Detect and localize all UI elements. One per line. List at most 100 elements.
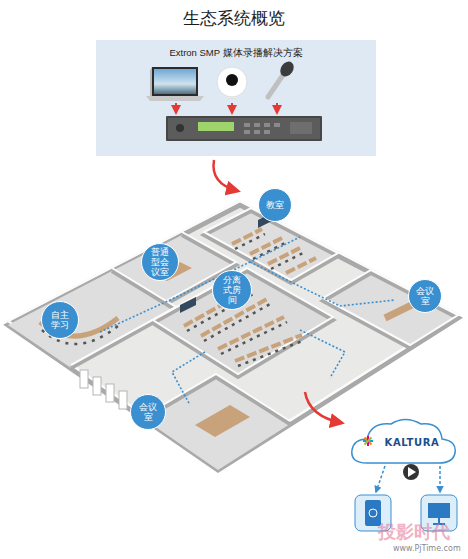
desk-rows (184, 229, 316, 361)
camera-stand (228, 96, 236, 100)
output-line (439, 466, 441, 492)
smp-button (264, 130, 270, 134)
logo-ray (364, 437, 372, 445)
network-line (100, 237, 300, 332)
furniture (40, 213, 422, 437)
diagram-title: 生态系统概览 (0, 7, 468, 30)
wall-screen (180, 297, 196, 313)
room-badge: 教室 (258, 188, 292, 222)
watermark: 投影时代 (378, 520, 450, 544)
room-name: 分离式房间 (222, 275, 242, 305)
room-name: 会议室 (415, 286, 435, 306)
mic-handle (268, 75, 283, 97)
room-badge: 自主学习 (41, 301, 79, 339)
flow-arrow (305, 392, 342, 423)
room-name: 普通型会议室 (150, 247, 170, 277)
smp-button (264, 123, 270, 127)
input-arrow (175, 103, 177, 113)
smp-button (254, 130, 260, 134)
smp-front-panel (168, 118, 320, 139)
laptop-screen (154, 69, 196, 94)
partition-wall-tops (71, 208, 458, 421)
chair-row (235, 234, 265, 249)
smp-display (198, 122, 234, 131)
room-name: 自主学习 (50, 310, 70, 330)
badge-circle (409, 280, 442, 313)
input-arrows (176, 103, 277, 113)
room-name: 会议室 (138, 402, 158, 422)
smp-button (254, 123, 260, 127)
wall (153, 271, 333, 377)
service-name: KALTURA (385, 437, 440, 448)
room-floors (8, 211, 458, 470)
desk-row (268, 248, 300, 264)
meeting-table (195, 405, 250, 437)
smp-button (274, 123, 280, 127)
room-badge: 普通型会议室 (141, 243, 179, 281)
cubicles (80, 370, 127, 409)
room-name: 教室 (265, 200, 285, 210)
chair-rows (187, 234, 305, 366)
outer-wall (8, 205, 458, 470)
input-arrow (231, 103, 233, 113)
badge-circle (213, 271, 252, 310)
play-icon (403, 464, 419, 480)
laptop-edge (150, 67, 152, 96)
wall-top (323, 270, 458, 345)
play-triangle (408, 467, 416, 477)
desk-row (235, 335, 302, 361)
smp-button (244, 130, 250, 134)
room-floor (144, 377, 290, 470)
desk-row (286, 258, 316, 273)
wall (323, 273, 458, 348)
smp-device (166, 116, 322, 141)
floor-plate (8, 205, 458, 470)
panel-heading: Extron SMP 媒体录播解决方案 (169, 47, 302, 60)
camera-body (217, 67, 247, 97)
laptop-bezel (152, 67, 198, 96)
network-line (250, 262, 395, 306)
cubicle-panel (80, 370, 88, 388)
cubicle-panel (119, 391, 127, 409)
network-line (300, 330, 345, 378)
flow-arrow (214, 160, 238, 191)
mic-grille (277, 59, 296, 79)
chair-row (238, 340, 305, 366)
tablet-glyph (369, 509, 377, 517)
logo-ray (367, 436, 369, 446)
cubicle-panel (93, 377, 101, 395)
monitor-icon (428, 503, 450, 518)
smp-buttons (244, 122, 312, 134)
network-lines (100, 237, 395, 405)
cloud-service: KALTURA (347, 416, 459, 466)
badge-circle (259, 189, 292, 222)
solution-panel: Extron SMP 媒体录播解决方案 (96, 40, 376, 156)
wall-top (153, 268, 333, 374)
badge-circle (131, 395, 166, 430)
output-line (376, 466, 385, 492)
logo-ray (363, 440, 373, 442)
chair-row (204, 304, 270, 341)
chair-row (271, 253, 303, 269)
camera-lens (226, 74, 238, 86)
smp-button (244, 123, 250, 127)
network-line (172, 352, 205, 405)
smp-knob (176, 124, 184, 132)
kaltura-logo (363, 436, 373, 446)
room-badge: 会议室 (130, 394, 166, 430)
badge-circle (42, 302, 79, 339)
logo-ray (364, 437, 372, 445)
room-floor (323, 273, 458, 348)
cloud-outline (352, 420, 455, 464)
input-arrow (276, 103, 278, 113)
smp-port-panel (290, 122, 312, 134)
desk-row (250, 238, 282, 254)
laptop-base (146, 96, 204, 101)
cubicle-panel (106, 384, 114, 402)
outer-wall-top (8, 201, 458, 466)
chair-row (221, 322, 287, 354)
room-badge: 分离式房间 (212, 270, 252, 310)
badge-circle (142, 244, 179, 281)
